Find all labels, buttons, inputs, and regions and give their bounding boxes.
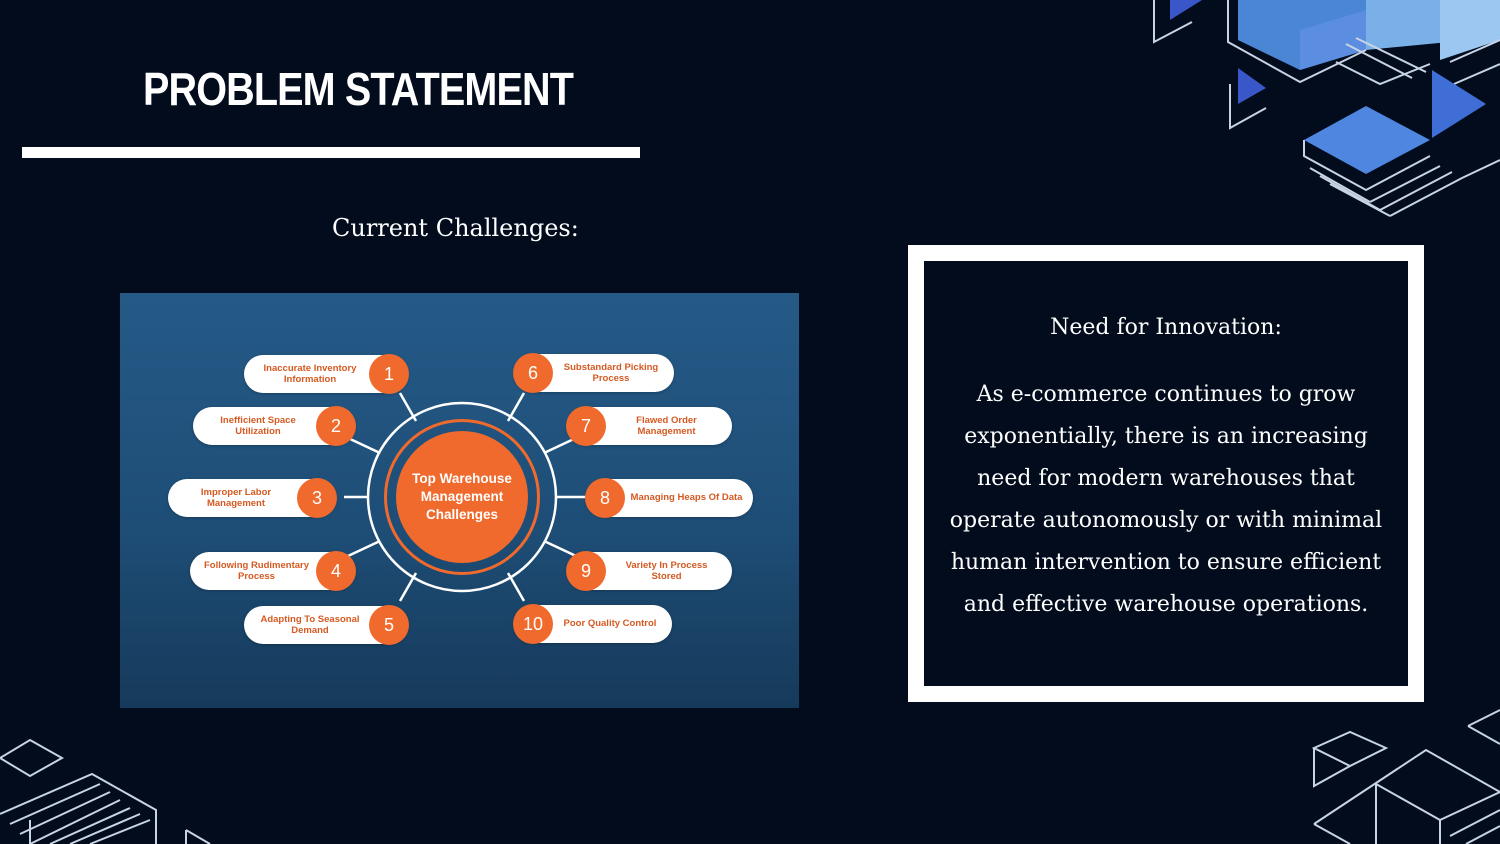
center-hub-label: Top Warehouse Management Challenges (412, 471, 512, 522)
challenge-label: Inefficient Space Utilization (220, 414, 296, 438)
challenge-item-10: 10 Poor Quality Control (513, 604, 672, 644)
challenge-label: Adapting To Seasonal Demand (260, 613, 360, 637)
challenge-label: Inaccurate Inventory Information (263, 362, 357, 386)
challenge-item-1: Inaccurate Inventory Information 1 (244, 354, 409, 394)
page-title: PROBLEM STATEMENT (143, 63, 574, 115)
challenge-number-badge: 2 (316, 406, 356, 446)
challenge-item-5: Adapting To Seasonal Demand 5 (244, 605, 409, 645)
challenge-number-badge: 4 (316, 551, 356, 591)
innovation-box-inner: Need for Innovation: As e-commerce conti… (924, 261, 1408, 686)
innovation-body-text: As e-commerce continues to grow exponent… (949, 382, 1383, 617)
challenge-item-9: 9 Variety In Process Stored (566, 551, 732, 591)
challenge-item-6: 6 Substandard Picking Process (513, 353, 674, 393)
challenge-number-badge: 10 (513, 604, 553, 644)
challenge-number-badge: 3 (297, 478, 337, 518)
challenge-item-2: Inefficient Space Utilization 2 (193, 406, 356, 446)
top-right-decoration (1153, 0, 1500, 217)
challenge-label: Poor Quality Control (563, 618, 657, 630)
title-underline (22, 147, 640, 158)
section-subtitle: Current Challenges: (332, 214, 579, 242)
challenge-number-badge: 5 (369, 605, 409, 645)
connector-lines (344, 392, 586, 602)
center-hub-ring (384, 419, 540, 575)
center-hub: Top Warehouse Management Challenges (396, 431, 528, 563)
challenge-label: Substandard Picking Process (563, 361, 659, 385)
bottom-right-decoration (1311, 709, 1500, 844)
challenge-item-8: 8 Managing Heaps Of Data (585, 478, 753, 518)
challenge-number-badge: 8 (585, 478, 625, 518)
challenge-number-badge: 1 (369, 354, 409, 394)
challenges-diagram: Top Warehouse Management Challenges Inac… (120, 293, 799, 708)
challenge-label: Variety In Process Stored (625, 559, 708, 583)
challenge-item-4: Following Rudimentary Process 4 (190, 551, 356, 591)
challenge-label: Improper Labor Management (200, 486, 272, 510)
challenge-number-badge: 9 (566, 551, 606, 591)
innovation-box: Need for Innovation: As e-commerce conti… (908, 245, 1424, 702)
challenge-number-badge: 7 (566, 406, 606, 446)
bottom-left-decoration (0, 738, 211, 844)
challenge-number-badge: 6 (513, 353, 553, 393)
innovation-heading: Need for Innovation: (1050, 315, 1282, 340)
challenge-item-7: 7 Flawed Order Management (566, 406, 732, 446)
challenge-label: Following Rudimentary Process (203, 559, 310, 583)
challenge-item-3: Improper Labor Management 3 (168, 478, 337, 518)
challenge-label: Flawed Order Management (636, 414, 697, 438)
challenge-label: Managing Heaps Of Data (630, 492, 743, 504)
